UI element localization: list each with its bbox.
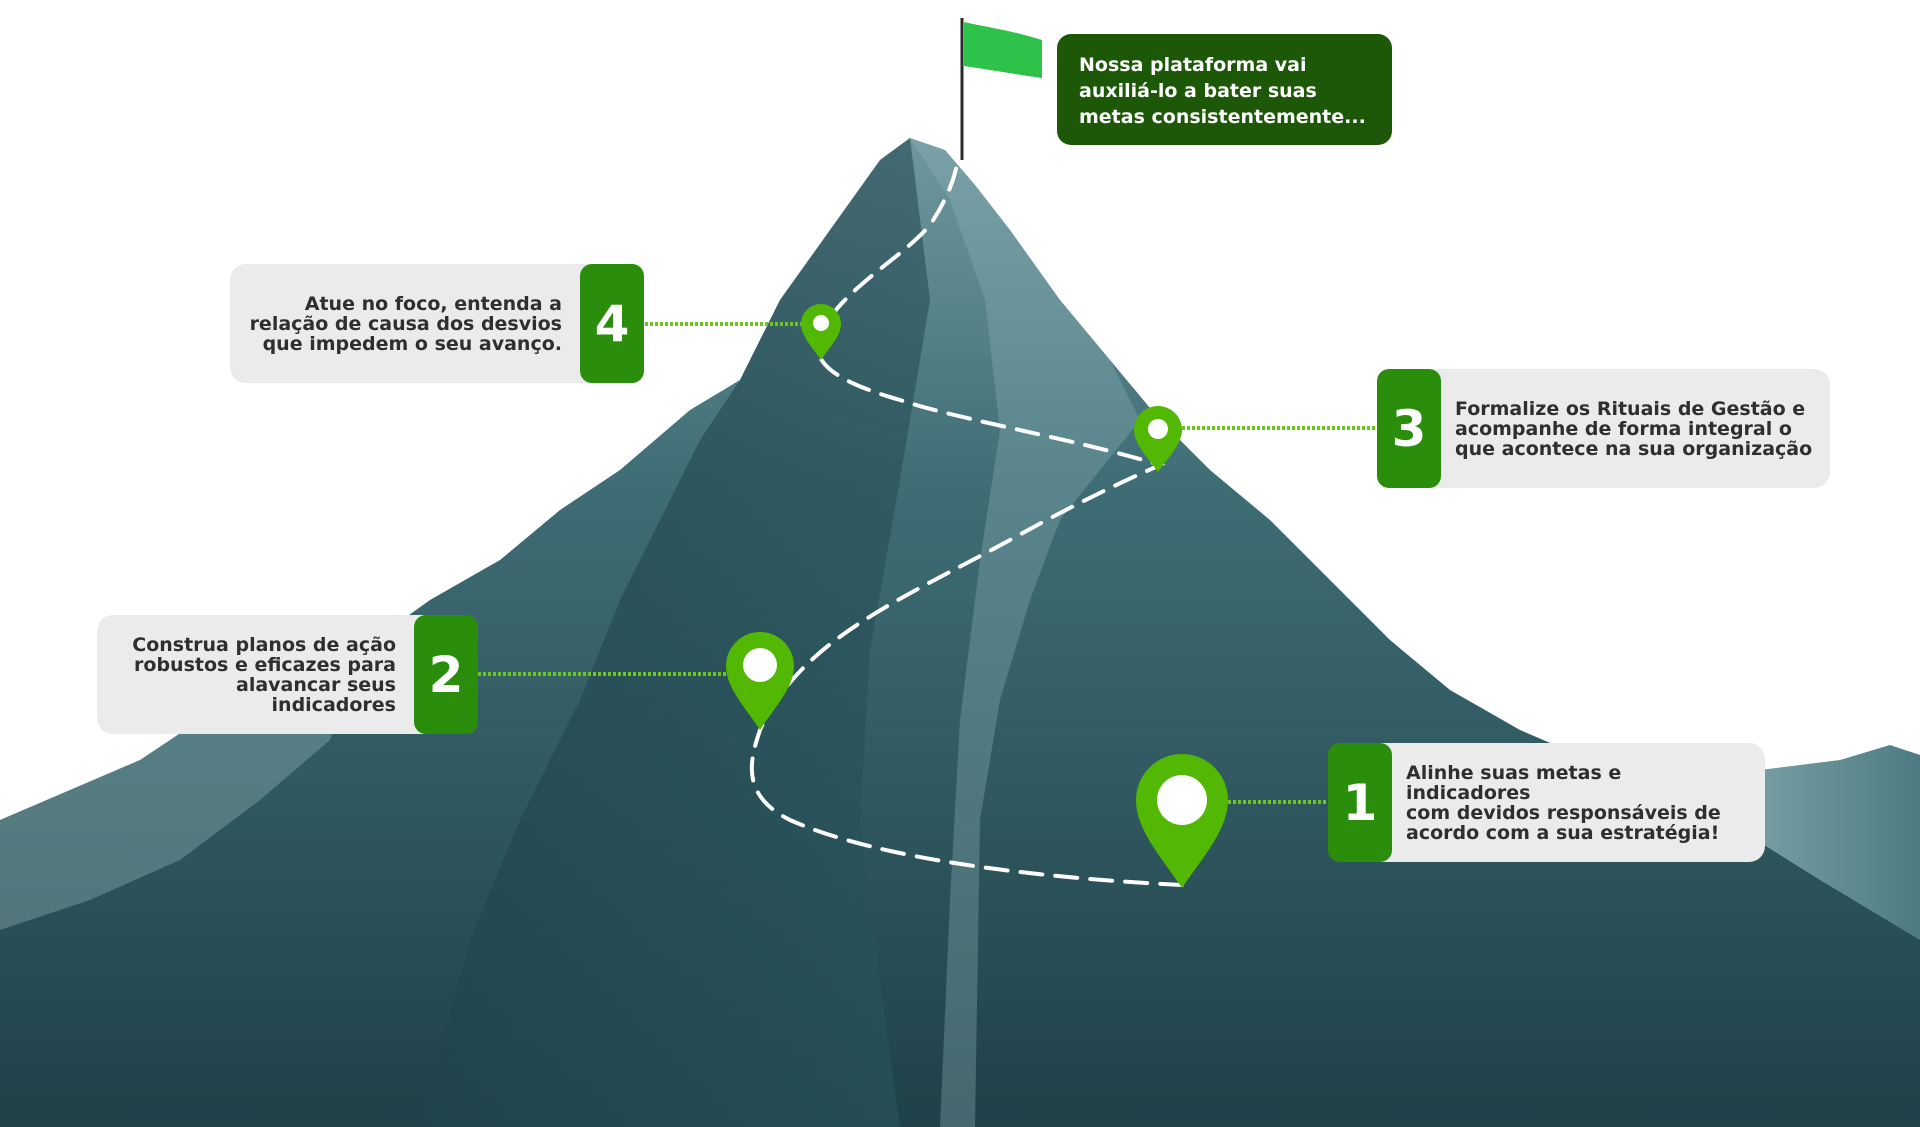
step-card-3: 3 Formalize os Rituais de Gestão e acomp…: [1377, 369, 1830, 488]
step-text-line: que acontece na sua organização: [1455, 437, 1813, 460]
step-text: Atue no foco, entenda a relação de causa…: [244, 264, 562, 383]
step-text: Construa planos de ação robustos e efica…: [111, 615, 396, 734]
step-card-2: Construa planos de ação robustos e efica…: [97, 615, 478, 734]
headline-box: Nossa plataforma vai auxiliá-lo a bater …: [1057, 34, 1392, 145]
step-text-line: acordo com a sua estratégia!: [1406, 821, 1720, 844]
step-text-line: que impedem o seu avanço.: [262, 332, 562, 355]
step-number-badge: 3: [1377, 369, 1441, 488]
step-text-line: Alinhe suas metas e indicadores: [1406, 761, 1622, 804]
step-text-line: alavancar seus indicadores: [236, 673, 396, 716]
map-pin-icon: [801, 304, 841, 360]
step-card-1: 1 Alinhe suas metas e indicadores com de…: [1328, 743, 1765, 862]
mountain-shadow-face: [420, 138, 930, 1127]
mountain-ridge-highlight: [910, 138, 1140, 1127]
step-text-line: Atue no foco, entenda a: [304, 292, 562, 315]
step-text-line: relação de causa dos desvios: [249, 312, 562, 335]
headline-line: auxiliá-lo a bater suas: [1079, 80, 1317, 102]
trail-path: [749, 158, 1184, 887]
headline-line: metas consistentemente...: [1079, 106, 1366, 128]
step-text: Formalize os Rituais de Gestão e acompan…: [1455, 369, 1816, 488]
map-pin-icon: [726, 632, 794, 730]
step-number-badge: 2: [414, 615, 478, 734]
step-number-badge: 4: [580, 264, 644, 383]
map-pin-icon: [1134, 406, 1182, 472]
mountain-main: [0, 138, 1920, 1127]
step-number-badge: 1: [1328, 743, 1392, 862]
map-pin-icon: [1136, 754, 1228, 888]
step-text: Alinhe suas metas e indicadores com devi…: [1406, 743, 1751, 862]
step-text-line: Construa planos de ação: [132, 633, 396, 656]
step-card-4: Atue no foco, entenda a relação de causa…: [230, 264, 644, 383]
step-text-line: Formalize os Rituais de Gestão e: [1455, 397, 1806, 420]
step-text-line: com devidos responsáveis de: [1406, 801, 1721, 824]
headline-line: Nossa plataforma vai: [1079, 54, 1307, 76]
step-text-line: robustos e eficazes para: [134, 653, 396, 676]
flag-icon: [964, 22, 1042, 78]
step-text-line: acompanhe de forma integral o: [1455, 417, 1792, 440]
